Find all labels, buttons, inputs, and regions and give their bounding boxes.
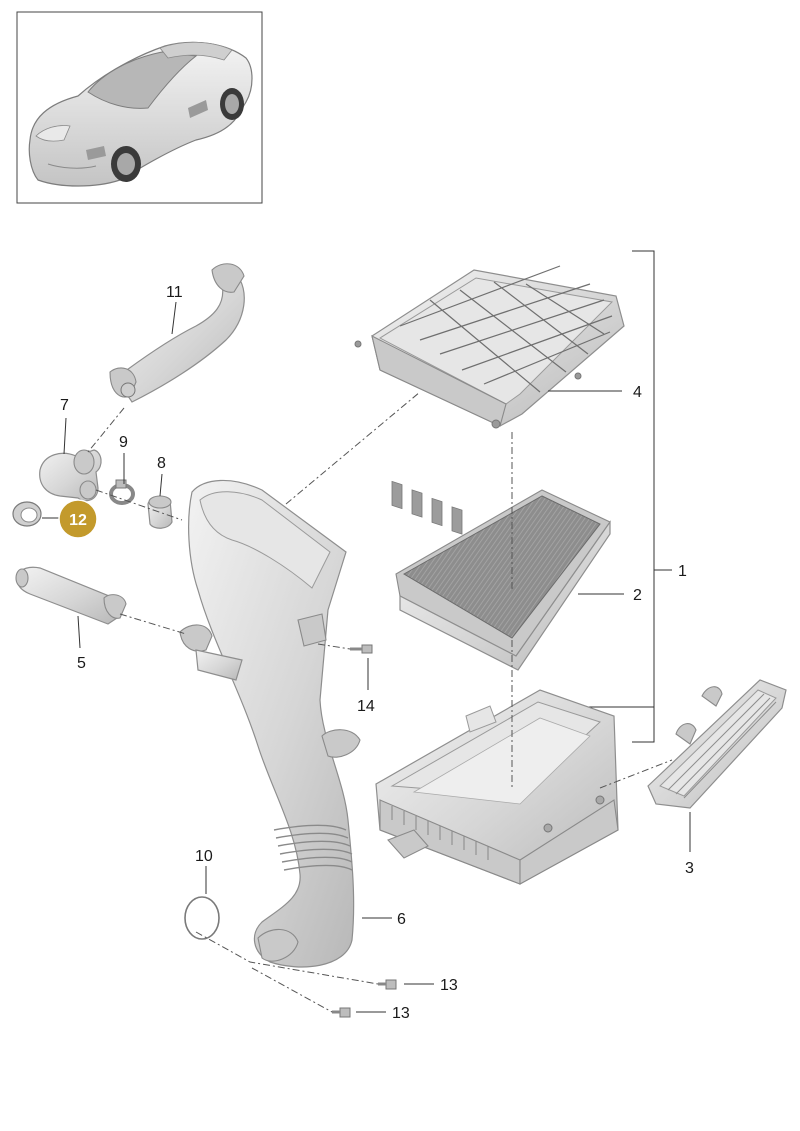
vent-pipe [15,566,127,625]
label-part-7: 7 [60,397,69,414]
label-part-13-lower: 13 [392,1005,410,1022]
label-part-11: 11 [166,284,183,301]
bolt-13-upper [378,979,397,990]
intake-duct [179,479,361,968]
bolt-13-lower [332,1007,351,1018]
air-filter-element [395,489,611,671]
leader-lines [42,301,691,1013]
air-filter-cover [354,265,625,535]
breather-hose [109,263,245,403]
intake-resonator [647,679,787,809]
label-part-8: 8 [157,455,166,472]
sports-car-icon [28,41,253,187]
label-part-5: 5 [77,655,86,672]
label-part-6: 6 [397,911,406,928]
assembly-lines [87,391,673,1013]
label-part-1: 1 [678,563,687,580]
badge-part-12: 12 [69,512,87,529]
label-part-14: 14 [357,698,375,715]
highlighted-part-badge[interactable]: 12 [58,499,98,539]
seal-ring [12,501,42,527]
vehicle-thumbnail [16,11,263,204]
label-part-10: 10 [195,848,213,865]
part-labels: 11 4 1 2 7 9 8 5 14 3 10 6 13 13 [60,284,694,1022]
label-part-9: 9 [119,434,128,451]
rubber-sleeve [147,495,173,529]
hose-connector [39,449,102,502]
label-part-4: 4 [633,384,642,401]
label-part-13-upper: 13 [440,977,458,994]
air-filter-housing-lower [375,689,619,885]
bolt-14 [350,644,373,654]
label-part-3: 3 [685,860,694,877]
o-ring [184,896,220,940]
label-part-2: 2 [633,587,642,604]
hose-clamp [109,479,135,505]
